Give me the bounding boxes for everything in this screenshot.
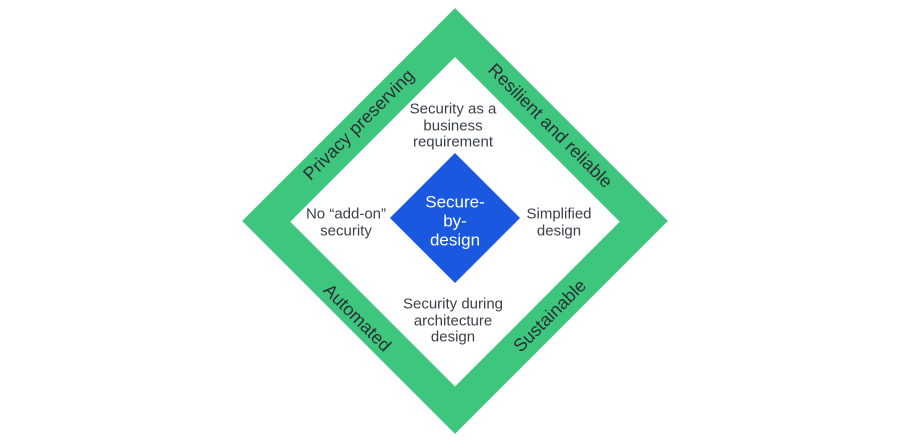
center-diamond-label: Secure-by-design bbox=[425, 192, 485, 250]
inner-label-no-add-on-security: No “add-on”security bbox=[305, 205, 387, 239]
